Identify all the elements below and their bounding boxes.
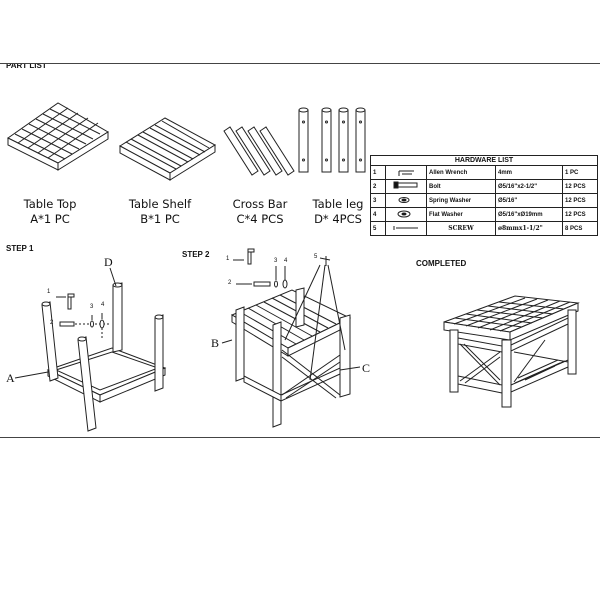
table-row: 2 Bolt Ø5/16"x2-1/2" 12 PCS [370,179,598,194]
row-name: Allen Wrench [426,165,496,180]
callout-3-step2: 3 [274,258,278,264]
row-name: Bolt [426,179,496,194]
row-qty: 1 PC [562,165,598,180]
allen-wrench-icon [385,165,427,180]
row-number: 1 [370,165,386,180]
step2-label: STEP 2 [182,250,210,259]
callout-5-step2: 5 [314,254,318,260]
row-name: SCREW [426,221,496,236]
part-cross-bar-label: Cross Bar C*4 PCS [224,197,296,227]
callout-3-step1: 3 [90,304,94,310]
row-number: 5 [370,221,386,236]
part-name: Table Shelf [128,197,192,211]
bolt-icon [385,179,427,194]
part-name: Table Top [23,197,77,211]
row-spec: Ø5/16" [495,193,563,208]
hardware-list-title: HARDWARE LIST [370,155,598,166]
step1-label: STEP 1 [6,244,34,253]
row-qty: 12 PCS [562,207,598,222]
row-qty: 8 PCS [562,221,598,236]
row-name: Spring Washer [426,193,496,208]
callout-b: B [211,336,220,350]
part-name: Table leg [312,197,364,211]
callout-d: D [104,255,113,269]
completed-table-drawing [443,295,580,408]
row-number: 3 [370,193,386,208]
top-border-line [0,63,600,64]
row-qty: 12 PCS [562,179,598,194]
part-table-shelf-label: Table Shelf B*1 PC [118,197,202,227]
part-list-heading: PART LIST [6,64,47,70]
table-top-drawing [7,102,109,171]
row-qty: 12 PCS [562,193,598,208]
row-name: Flat Washer [426,207,496,222]
step2-drawing [221,248,361,428]
row-spec: 4mm [495,165,563,180]
spring-washer-icon [385,193,427,208]
callout-2-step2: 2 [228,280,232,286]
part-qty: B*1 PC [140,212,180,226]
cross-bar-drawing [223,126,295,176]
callout-c: C [362,361,371,375]
hardware-list-table: HARDWARE LIST 1 Allen Wrench 4mm 1 PC 2 … [370,155,598,236]
part-qty: D* 4PCS [314,212,362,226]
screw-icon [385,221,427,236]
bottom-border-line [0,437,600,438]
callout-4-step2: 4 [284,258,288,264]
row-number: 4 [370,207,386,222]
step1-drawing [14,267,167,432]
row-spec: Ø5/16"xØ19mm [495,207,563,222]
completed-label: COMPLETED [416,259,467,268]
table-row: 5 SCREW ø8mmx1-1/2" 8 PCS [370,221,598,236]
table-leg-drawing [298,107,366,173]
part-qty: C*4 PCS [236,212,284,226]
callout-2-step1: 2 [50,320,54,326]
callout-1-step2: 1 [226,256,230,262]
table-shelf-drawing [119,117,216,181]
flat-washer-icon [385,207,427,222]
callout-a: A [6,371,15,385]
part-name: Cross Bar [232,197,288,211]
part-table-top-label: Table Top A*1 PC [10,197,90,227]
callout-4-step1: 4 [101,302,105,308]
row-spec: Ø5/16"x2-1/2" [495,179,563,194]
part-table-leg-label: Table leg D* 4PCS [304,197,372,227]
table-row: 1 Allen Wrench 4mm 1 PC [370,165,598,180]
part-qty: A*1 PC [30,212,70,226]
table-row: 3 Spring Washer Ø5/16" 12 PCS [370,193,598,208]
table-row: 4 Flat Washer Ø5/16"xØ19mm 12 PCS [370,207,598,222]
row-number: 2 [370,179,386,194]
callout-1-step1: 1 [47,289,51,295]
row-spec: ø8mmx1-1/2" [495,221,563,236]
